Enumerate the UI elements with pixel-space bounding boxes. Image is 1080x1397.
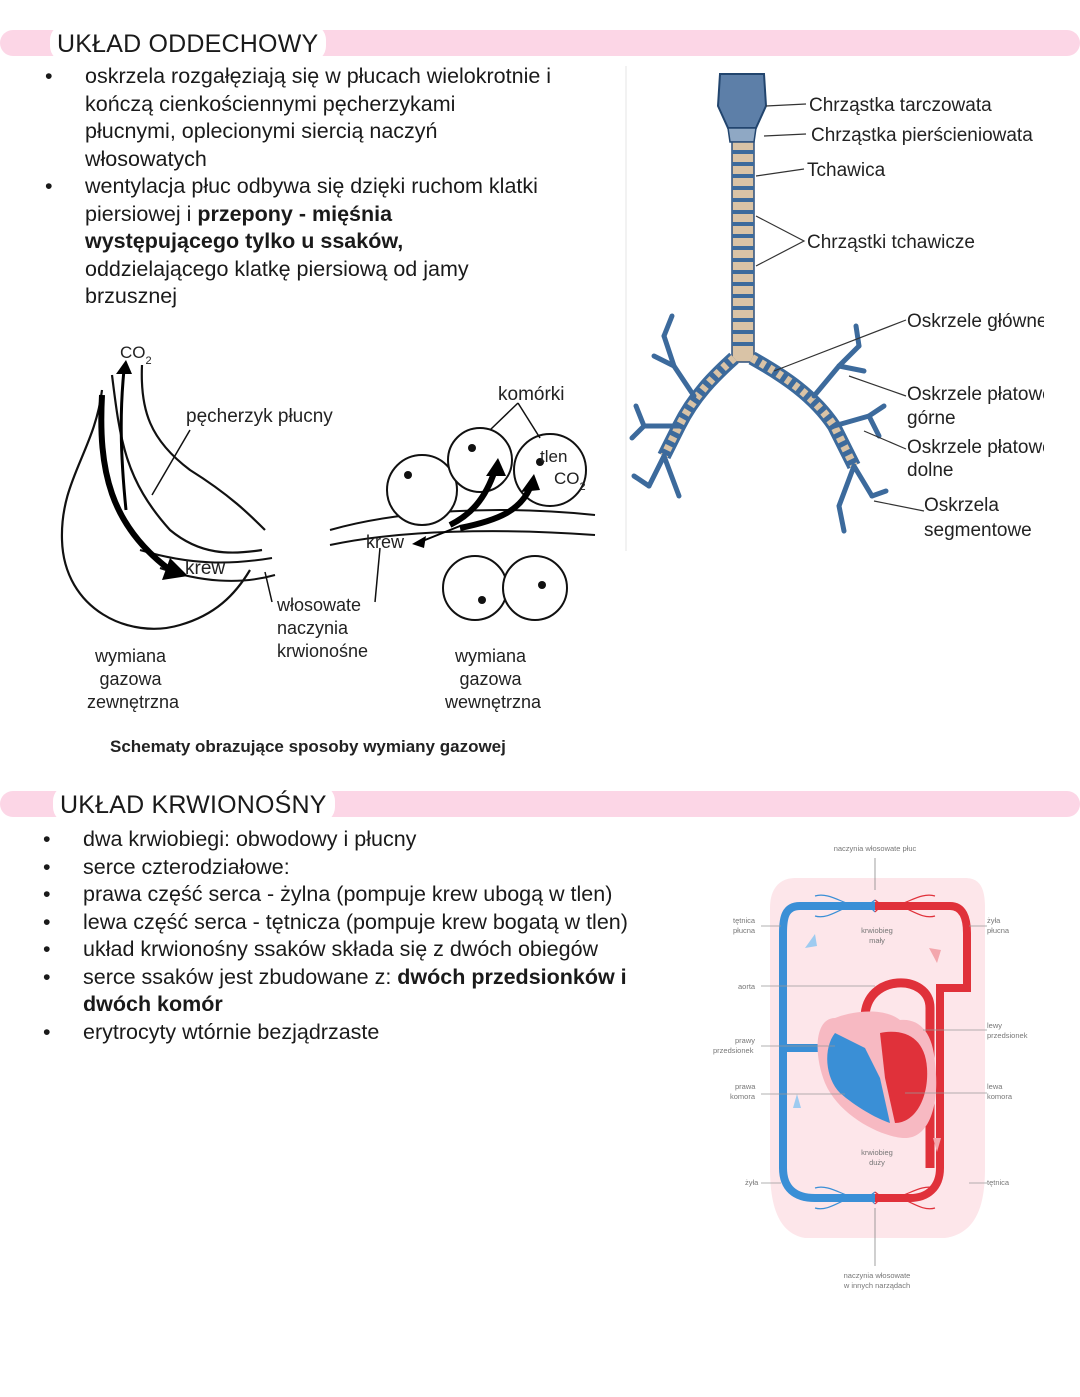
alveolus-shape — [60, 389, 251, 630]
bullet-icon: • — [43, 909, 51, 934]
list-item: •prawa część serca - żylna (pompuje krew… — [43, 881, 693, 909]
label-external-exchange: wymiana gazowa zewnętrzna — [87, 646, 180, 712]
svg-text:płucna: płucna — [733, 926, 756, 935]
circulation-diagram: naczynia włosowate płuc tętnica płucna ż… — [713, 844, 1028, 1290]
svg-text:mały: mały — [869, 936, 885, 945]
svg-text:prawa: prawa — [735, 1082, 756, 1091]
svg-text:CO2: CO2 — [554, 469, 586, 493]
arrow-down-icon — [162, 558, 188, 580]
svg-text:krwiobieg: krwiobieg — [861, 1148, 893, 1157]
bullet-icon: • — [43, 882, 51, 906]
label-internal-exchange: wymiana gazowa wewnętrzna — [444, 646, 542, 712]
list-item: • oskrzela rozgałęziają się w płucach wi… — [45, 64, 552, 171]
svg-text:Chrząstka tarczowata Chrzą: Chrząstka tarczowata Chrząstka pierścien… — [807, 95, 1044, 541]
label-blood-left: krew — [185, 558, 225, 579]
arrow-up-icon — [116, 360, 132, 374]
label-alveolus: pęcherzyk płucny — [186, 406, 333, 427]
bullet-icon: • — [43, 854, 51, 879]
svg-text:prawy: prawy — [735, 1036, 755, 1045]
svg-text:naczynia włosowate: naczynia włosowate — [844, 1271, 911, 1280]
svg-text:naczynia włosowate płuc: naczynia włosowate płuc — [834, 844, 917, 853]
svg-text:tętnica: tętnica — [987, 1178, 1010, 1187]
cell — [447, 427, 513, 493]
trachea-rings — [732, 150, 754, 346]
list-item: • serce ssaków jest zbudowane z: dwóch p… — [43, 964, 627, 1017]
svg-text:krwiobieg: krwiobieg — [861, 926, 893, 935]
list-item: •lewa część serca - tętnicza (pompuje kr… — [43, 909, 693, 937]
cell — [386, 454, 458, 526]
cell — [442, 555, 508, 621]
svg-text:komora: komora — [987, 1092, 1013, 1101]
section-title-bg — [50, 24, 326, 62]
capillaries-lungs — [814, 894, 936, 918]
bullet-icon: • — [43, 964, 51, 989]
svg-text:przedsionek: przedsionek — [713, 1046, 754, 1055]
label-capillaries: włosowate naczynia krwionośne — [276, 595, 368, 661]
arrow-icon — [933, 1138, 941, 1152]
svg-text:w innych narządach: w innych narządach — [843, 1281, 910, 1290]
svg-text:aorta: aorta — [738, 982, 756, 991]
label-cells: komórki — [498, 384, 565, 405]
section-title-circulatory: UKŁAD KRWIONOŚNY — [60, 791, 327, 819]
bullet-icon: • — [43, 937, 51, 961]
capillaries-organs — [814, 1186, 936, 1210]
gas-exchange-diagram: CO2 pęcherzyk płucny krew komórki tlen C… — [60, 343, 596, 756]
list-item: • wentylacja płuc odbywa się dzięki ruch… — [45, 174, 538, 308]
cell — [502, 555, 568, 621]
svg-text:tętnica: tętnica — [733, 916, 756, 925]
svg-text:komora: komora — [730, 1092, 756, 1101]
arrow-icon — [805, 934, 817, 948]
svg-text:duży: duży — [869, 1158, 885, 1167]
arrow-left-icon — [412, 536, 426, 548]
arrow-icon — [793, 1094, 801, 1108]
bullet-icon: • — [43, 1019, 51, 1044]
svg-text:lewy: lewy — [987, 1021, 1002, 1030]
svg-text:przedsionek: przedsionek — [987, 1031, 1028, 1040]
bullet-icon: • — [43, 827, 51, 851]
label-blood-right: krew — [366, 532, 405, 552]
trachea-diagram: Chrząstka tarczowata Chrząstka pierścien… — [624, 66, 1044, 551]
circulatory-bullets: •dwa krwiobiegi: obwodowy i płucny •serc… — [43, 826, 693, 1047]
bullet-icon: • — [45, 64, 53, 88]
arrow-icon — [929, 948, 941, 963]
bullet-icon: • — [45, 174, 53, 198]
list-item: •układ krwionośny ssaków składa się z dw… — [43, 936, 693, 964]
respiratory-bullets: • oskrzela rozgałęziają się w płucach wi… — [45, 63, 615, 311]
svg-text:lewa: lewa — [987, 1082, 1003, 1091]
label-oxygen: tlen — [540, 447, 567, 466]
list-item: •erytrocyty wtórnie bezjądrzaste — [43, 1019, 693, 1047]
diagram-caption: Schematy obrazujące sposoby wymiany gazo… — [110, 737, 506, 756]
list-item: •serce czterodziałowe: — [43, 854, 693, 882]
heart-icon — [817, 1011, 937, 1138]
section-title-bg — [53, 785, 335, 823]
svg-text:płucna: płucna — [987, 926, 1010, 935]
list-item: •dwa krwiobiegi: obwodowy i płucny — [43, 826, 693, 854]
svg-text:żyła: żyła — [745, 1178, 759, 1187]
svg-text:CO2: CO2 — [120, 343, 152, 367]
svg-text:żyła: żyła — [987, 916, 1001, 925]
section-title-respiratory: UKŁAD ODDECHOWY — [57, 30, 319, 58]
